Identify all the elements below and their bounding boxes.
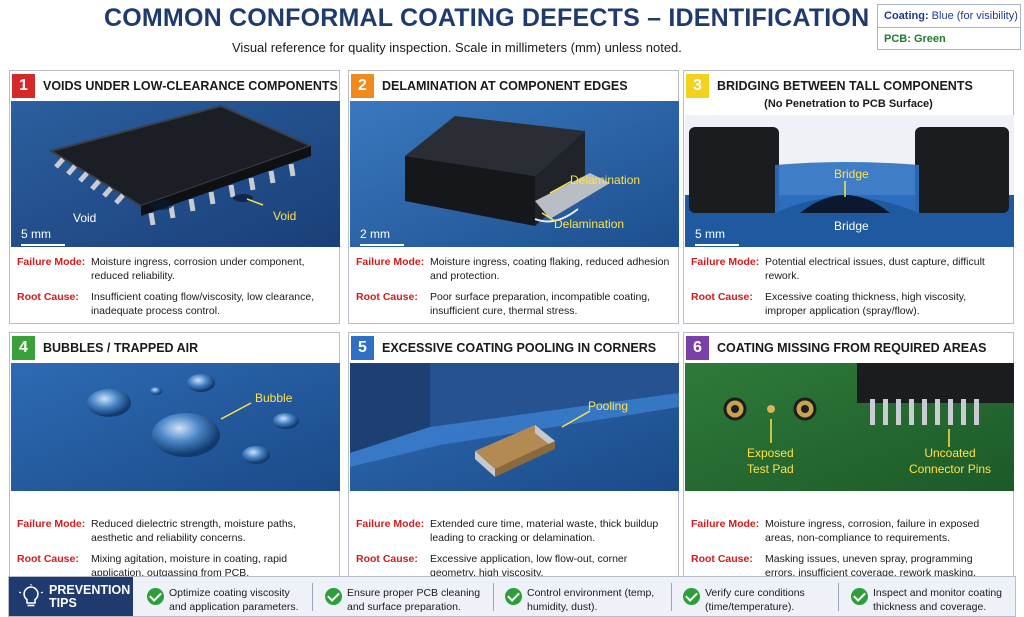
root-cause-label: Root Cause: — [691, 553, 753, 565]
defect-panel-bubbles: 4 BUBBLES / TRAPPED AIR Bubble 2 mm Fail… — [9, 332, 340, 586]
root-cause-label: Root Cause: — [356, 291, 418, 303]
panel-title: EXCESSIVE COATING POOLING IN CORNERS — [382, 341, 657, 355]
panel-title: COATING MISSING FROM REQUIRED AREAS — [717, 341, 987, 355]
defect-panel-missing-coating: 6 COATING MISSING FROM REQUIRED AREAS Ex… — [683, 332, 1014, 586]
failure-mode-text: Reduced dielectric strength, moisture pa… — [91, 518, 296, 544]
panel-number: 5 — [351, 336, 374, 360]
failure-mode-text: Moisture ingress, corrosion under compon… — [91, 256, 305, 282]
callout-uncoated-connector-pins: Uncoated Connector Pins — [909, 446, 992, 476]
panel-title: VOIDS UNDER LOW-CLEARANCE COMPONENTS — [43, 79, 338, 93]
lightbulb-icon — [19, 584, 43, 607]
root-cause-label: Root Cause: — [691, 291, 753, 303]
scale-bar: 2 mm — [21, 489, 65, 508]
color-legend: Coating: Blue (for visibility) PCB: Gree… — [877, 4, 1021, 50]
callout-bridge-1: Bridge — [834, 167, 869, 181]
root-cause-text: Poor surface preparation, incompatible c… — [430, 291, 651, 317]
check-icon — [325, 588, 342, 605]
callout-delamination-1: Delamination — [570, 173, 641, 187]
scale-bar: 5 mm — [695, 227, 739, 246]
root-cause-label: Root Cause: — [17, 553, 79, 565]
callout-pooling: Pooling — [588, 399, 629, 413]
callout-delamination-2: Delamination — [554, 217, 625, 231]
callout-bubble: Bubble — [255, 391, 293, 405]
check-icon — [683, 588, 700, 605]
defect-panel-delamination: 2 DELAMINATION AT COMPONENT EDGES Delami… — [348, 70, 679, 324]
root-cause-label: Root Cause: — [356, 553, 418, 565]
prevention-tips-label: PREVENTION TIPS — [9, 577, 133, 616]
panel-number: 6 — [686, 336, 709, 360]
panel-title: BUBBLES / TRAPPED AIR — [43, 341, 199, 355]
failure-mode-label: Failure Mode: — [17, 518, 86, 530]
scale-bar: 2 mm — [360, 227, 404, 246]
panel-number: 2 — [351, 74, 374, 98]
legend-pcb: PCB: Green — [884, 33, 946, 45]
callout-exposed-test-pad: Exposed Test Pad — [747, 446, 794, 476]
defect-photo-bubbles: Bubble 2 mm — [11, 363, 340, 509]
failure-mode-text: Moisture ingress, corrosion, failure in … — [765, 518, 980, 544]
defect-photo-missing-coating: Exposed Test Pad Uncoated Connector Pins… — [685, 363, 1014, 509]
root-cause-text: Insufficient coating flow/viscosity, low… — [91, 291, 315, 317]
scale-bar: 5 mm — [21, 227, 65, 246]
defect-panel-pooling: 5 EXCESSIVE COATING POOLING IN CORNERS P… — [348, 332, 679, 586]
failure-mode-label: Failure Mode: — [356, 518, 425, 530]
panel-title: BRIDGING BETWEEN TALL COMPONENTS — [717, 79, 973, 93]
callout-bridge-2: Bridge — [834, 219, 869, 233]
prevention-tips-bar: PREVENTION TIPS Optimize coating viscosi… — [8, 576, 1016, 617]
failure-mode-label: Failure Mode: — [17, 256, 86, 268]
scale-bar: 2 mm — [360, 489, 404, 508]
panel-number: 1 — [12, 74, 35, 98]
page-title: COMMON CONFORMAL COATING DEFECTS – IDENT… — [104, 4, 957, 32]
root-cause-label: Root Cause: — [17, 291, 79, 303]
failure-mode-text: Extended cure time, material waste, thic… — [430, 518, 659, 544]
panel-title: DELAMINATION AT COMPONENT EDGES — [382, 79, 628, 93]
defect-photo-bridging: Bridge Bridge 5 mm — [685, 115, 1014, 247]
legend-coating: Coating: Blue (for visibility) — [878, 5, 1020, 28]
check-icon — [505, 588, 522, 605]
failure-mode-text: Potential electrical issues, dust captur… — [765, 256, 985, 282]
scale-bar: 5 mm — [695, 489, 739, 508]
check-icon — [851, 588, 868, 605]
page-subtitle: Visual reference for quality inspection.… — [232, 40, 682, 55]
failure-mode-label: Failure Mode: — [356, 256, 425, 268]
callout-void-2: Void — [273, 209, 297, 223]
defect-photo-pooling: Pooling 2 mm — [350, 363, 679, 509]
root-cause-text: Excessive coating thickness, high viscos… — [765, 291, 967, 317]
panel-number: 4 — [12, 336, 35, 360]
failure-mode-text: Moisture ingress, coating flaking, reduc… — [430, 256, 670, 282]
panel-subtitle: (No Penetration to PCB Surface) — [764, 98, 933, 110]
defect-panel-bridging: 3 BRIDGING BETWEEN TALL COMPONENTS (No P… — [683, 70, 1014, 324]
check-icon — [147, 588, 164, 605]
failure-mode-label: Failure Mode: — [691, 256, 760, 268]
panel-number: 3 — [686, 74, 709, 98]
defect-photo-voids: Void Void 5 mm — [11, 101, 340, 247]
failure-mode-label: Failure Mode: — [691, 518, 760, 530]
header: COMMON CONFORMAL COATING DEFECTS – IDENT… — [0, 0, 1024, 66]
defect-photo-delamination: Delamination Delamination 2 mm — [350, 101, 679, 247]
callout-void-1: Void — [73, 211, 97, 225]
defect-panel-voids: 1 VOIDS UNDER LOW-CLEARANCE COMPONENTS V… — [9, 70, 340, 324]
